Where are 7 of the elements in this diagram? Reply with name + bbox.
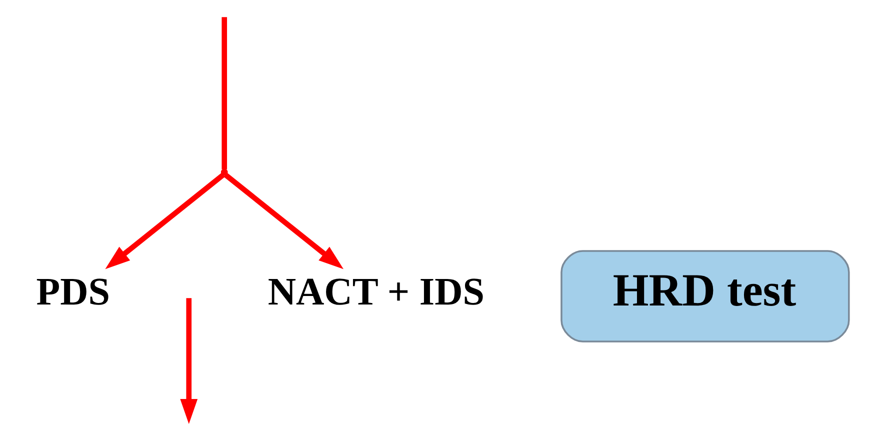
node-point	[220, 168, 228, 176]
connector	[222, 17, 228, 170]
node-box: HRD test	[560, 250, 850, 342]
arrow	[105, 172, 226, 270]
node-text: PDS	[36, 270, 110, 314]
arrow	[224, 172, 344, 270]
node-text: NACT + IDS	[268, 270, 484, 314]
